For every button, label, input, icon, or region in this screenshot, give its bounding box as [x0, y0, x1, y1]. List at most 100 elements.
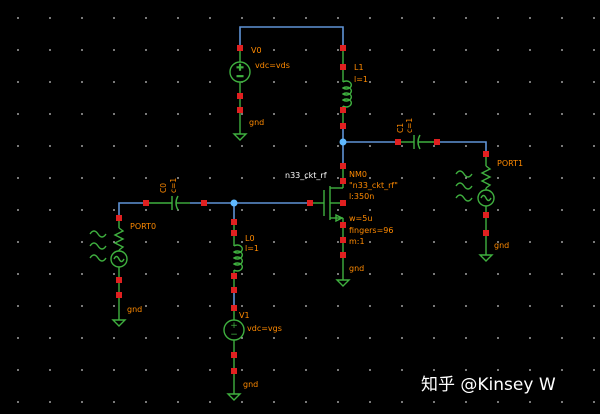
grid-dot — [49, 337, 51, 339]
grid-dot — [401, 369, 403, 371]
source-v1[interactable]: + − — [223, 305, 245, 401]
wire-vds-supply[interactable] — [239, 26, 344, 48]
grid-dot — [145, 113, 147, 115]
grid-dot — [337, 369, 339, 371]
grid-dot — [209, 177, 211, 179]
grid-dot — [593, 209, 595, 211]
grid-dot — [401, 17, 403, 19]
grid-dot — [305, 209, 307, 211]
grid-dot — [497, 113, 499, 115]
grid-dot — [497, 369, 499, 371]
capacitor-c0[interactable] — [143, 195, 207, 211]
capacitor-c1[interactable] — [395, 134, 440, 150]
grid-dot — [561, 209, 563, 211]
grid-dot — [337, 49, 339, 51]
wire-c1-port1[interactable] — [437, 141, 487, 154]
grid-dot — [497, 241, 499, 243]
grid-dot — [369, 241, 371, 243]
wire-port0-c0[interactable] — [118, 202, 146, 218]
inductor-l0[interactable] — [231, 219, 243, 293]
grid-dot — [529, 209, 531, 211]
grid-dot — [401, 209, 403, 211]
nm0-model-label: n33_ckt_rf — [285, 171, 327, 180]
c0-param: c=1 — [169, 178, 178, 193]
v0-param: vdc=vds — [255, 61, 290, 70]
grid-dot — [49, 273, 51, 275]
source-v0[interactable]: + − — [229, 45, 251, 141]
grid-dot — [209, 17, 211, 19]
grid-dot — [273, 17, 275, 19]
nm0-fingers: fingers=96 — [349, 226, 393, 235]
grid-dot — [593, 305, 595, 307]
grid-dot — [369, 369, 371, 371]
port-port1[interactable] — [455, 151, 495, 262]
grid-dot — [369, 209, 371, 211]
grid-dot — [81, 241, 83, 243]
inductor-l1[interactable] — [340, 45, 352, 129]
grid-dot — [49, 401, 51, 403]
grid-dot — [17, 49, 19, 51]
grid-dot — [17, 273, 19, 275]
grid-dot — [529, 81, 531, 83]
grid-dot — [273, 401, 275, 403]
grid-dot — [305, 273, 307, 275]
grid-dot — [305, 81, 307, 83]
grid-dot — [49, 241, 51, 243]
v0-gnd-label: gnd — [249, 118, 264, 127]
nm0-model: "n33_ckt_rf" — [349, 181, 398, 190]
grid-dot — [81, 273, 83, 275]
grid-dot — [49, 177, 51, 179]
grid-dot — [145, 17, 147, 19]
grid-dot — [497, 17, 499, 19]
grid-dot — [241, 209, 243, 211]
grid-dot — [561, 337, 563, 339]
grid-dot — [49, 145, 51, 147]
grid-dot — [593, 177, 595, 179]
grid-dot — [337, 305, 339, 307]
grid-dot — [529, 17, 531, 19]
grid-dot — [113, 273, 115, 275]
grid-dot — [49, 49, 51, 51]
grid-dot — [401, 81, 403, 83]
grid-dot — [561, 273, 563, 275]
grid-dot — [273, 241, 275, 243]
grid-dot — [113, 81, 115, 83]
grid-dot — [17, 305, 19, 307]
grid-dot — [209, 145, 211, 147]
v1-gnd-label: gnd — [243, 380, 258, 389]
grid-dot — [81, 17, 83, 19]
grid-dot — [369, 113, 371, 115]
grid-dot — [305, 241, 307, 243]
grid-dot — [241, 273, 243, 275]
grid-dot — [305, 305, 307, 307]
grid-dot — [401, 305, 403, 307]
grid-dot — [209, 49, 211, 51]
grid-dot — [273, 81, 275, 83]
grid-dot — [177, 401, 179, 403]
grid-dot — [401, 49, 403, 51]
grid-dot — [433, 17, 435, 19]
grid-dot — [593, 241, 595, 243]
grid-dot — [465, 401, 467, 403]
grid-dot — [113, 177, 115, 179]
grid-dot — [113, 209, 115, 211]
grid-dot — [209, 81, 211, 83]
grid-dot — [433, 273, 435, 275]
grid-dot — [17, 113, 19, 115]
port-port0[interactable] — [89, 215, 128, 327]
grid-dot — [561, 49, 563, 51]
transistor-nm0[interactable] — [307, 163, 351, 287]
grid-dot — [433, 49, 435, 51]
grid-dot — [561, 145, 563, 147]
grid-dot — [273, 209, 275, 211]
grid-dot — [305, 337, 307, 339]
grid-dot — [465, 369, 467, 371]
grid-dot — [561, 17, 563, 19]
grid-dot — [433, 401, 435, 403]
grid-dot — [369, 17, 371, 19]
grid-dot — [369, 273, 371, 275]
port0-gnd-label: gnd — [127, 305, 142, 314]
grid-dot — [401, 337, 403, 339]
